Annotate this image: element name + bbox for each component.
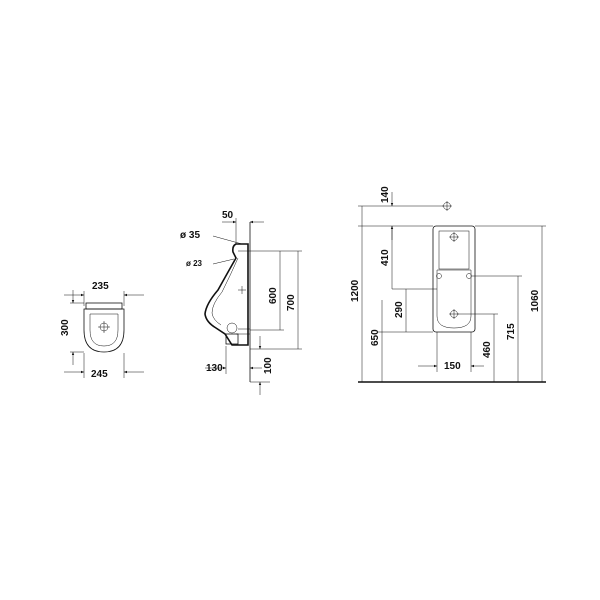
dim-label-140: 140 xyxy=(380,186,391,203)
dimension-715: 715 xyxy=(506,276,519,382)
dim-label-700: 700 xyxy=(286,294,297,311)
top-view: 235 300 245 xyxy=(60,281,144,380)
dimension-600: 600 xyxy=(268,251,281,330)
dimension-460: 460 xyxy=(482,314,495,382)
top-view-outline xyxy=(83,302,125,353)
dimension-140: 140 xyxy=(380,186,394,240)
dim-label-300: 300 xyxy=(60,319,71,336)
dimension-300: 300 xyxy=(60,290,84,365)
dimension-290: 290 xyxy=(394,289,407,332)
dimension-245: 245 xyxy=(64,353,144,380)
dim-label-1200: 1200 xyxy=(350,279,361,302)
dim-label-650: 650 xyxy=(370,329,381,346)
dim-label-130: 130 xyxy=(206,363,223,374)
side-view: 50 ø 35 ø 23 600 700 100 xyxy=(180,210,302,395)
outlet-diameter-callout: ø 23 xyxy=(186,258,235,268)
dimension-100: 100 xyxy=(250,336,274,395)
dimension-150: 150 xyxy=(418,332,484,372)
dimension-410: 410 xyxy=(380,226,393,289)
dimension-1200: 1200 xyxy=(350,206,363,382)
dim-label-d35: ø 35 xyxy=(180,230,200,241)
inlet-diameter-callout: ø 35 xyxy=(180,230,243,245)
dim-label-d23: ø 23 xyxy=(186,259,203,268)
dim-label-245: 245 xyxy=(91,369,108,380)
dim-label-50: 50 xyxy=(222,210,234,221)
dimension-50: 50 xyxy=(222,210,264,244)
dimension-650: 650 xyxy=(370,300,383,382)
dimension-130: 130 xyxy=(205,346,262,374)
dim-label-715: 715 xyxy=(506,323,517,340)
dim-label-460: 460 xyxy=(482,341,493,358)
front-view: 140 410 1200 290 650 150 xyxy=(350,186,546,383)
front-view-outline xyxy=(432,225,476,333)
dim-label-150: 150 xyxy=(444,361,461,372)
dim-label-100: 100 xyxy=(263,357,274,374)
dimension-1060: 1060 xyxy=(530,226,543,382)
dim-label-290: 290 xyxy=(394,301,405,318)
dim-label-235: 235 xyxy=(92,281,109,292)
dim-label-410: 410 xyxy=(380,249,391,266)
dim-label-600: 600 xyxy=(268,287,279,304)
dimension-700: 700 xyxy=(286,251,299,349)
side-view-outline xyxy=(204,243,250,346)
water-inlet-symbol xyxy=(442,201,452,211)
dim-label-1060: 1060 xyxy=(530,289,541,312)
dimension-235: 235 xyxy=(64,281,144,306)
